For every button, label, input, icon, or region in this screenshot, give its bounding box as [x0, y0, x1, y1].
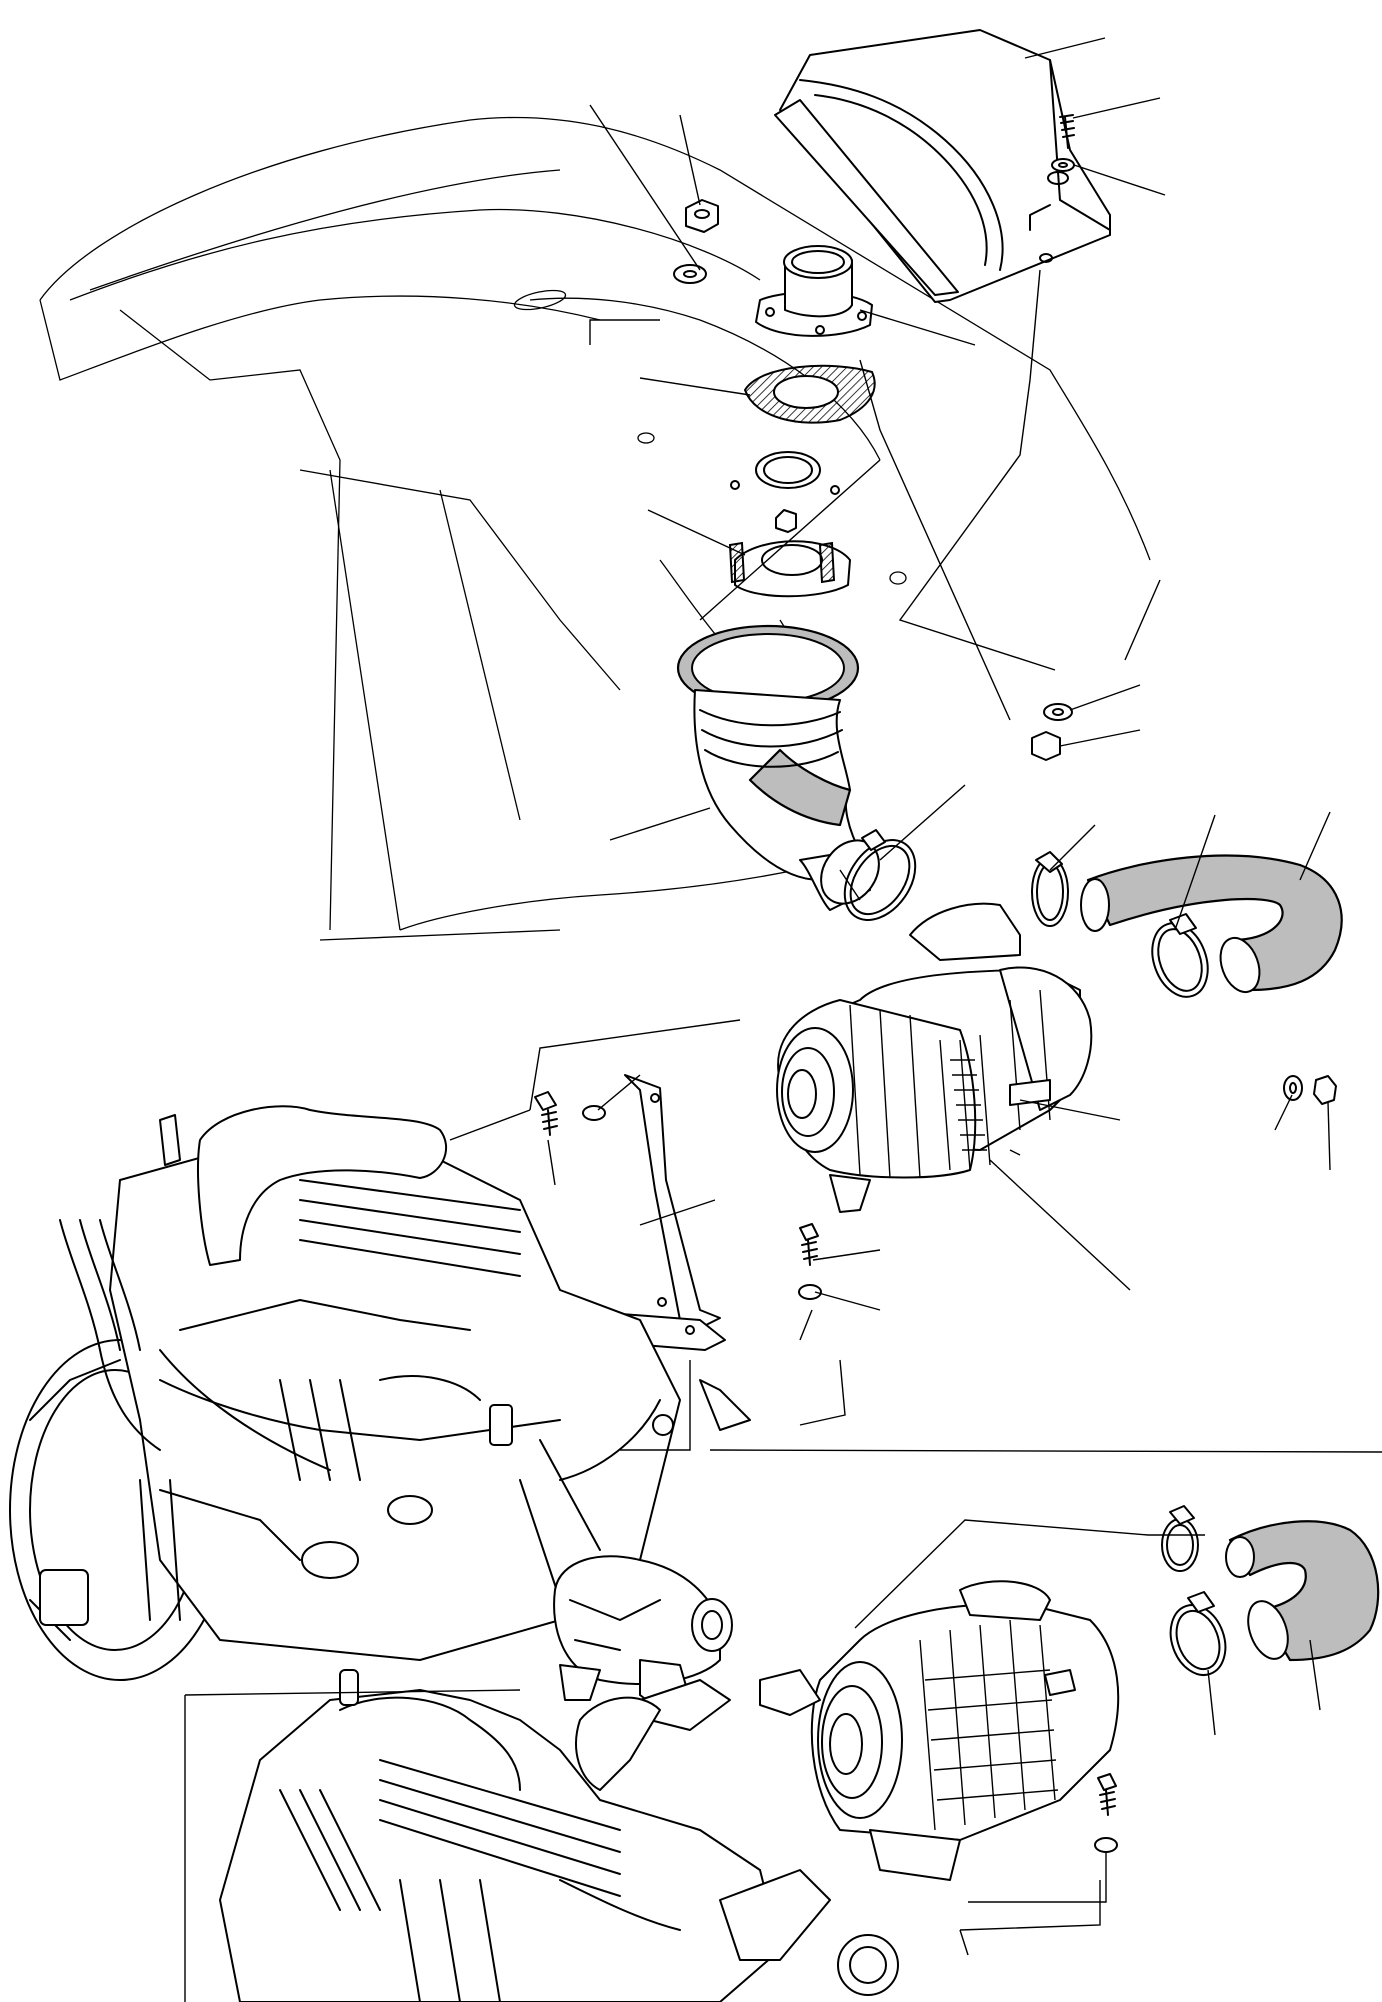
- engine-block: [9, 1105, 751, 1681]
- lock-nut: [1313, 1075, 1337, 1105]
- intake-flange: [755, 245, 873, 337]
- bracket-bolt: [1094, 1773, 1118, 1853]
- leader-lines: [547, 37, 1331, 1903]
- air-filter-assembly: [776, 902, 1093, 1213]
- stud-plate: [728, 509, 851, 598]
- intake-hose: [1225, 1520, 1380, 1662]
- bracket-bolt: [534, 1091, 606, 1136]
- bracket-bolt: [798, 1223, 822, 1300]
- lock-nut: [685, 199, 719, 233]
- hose-clamp: [843, 829, 917, 921]
- flat-washer: [673, 264, 707, 284]
- grouping-lines: [184, 269, 1382, 2002]
- hose-clamp: [1161, 1505, 1199, 1572]
- hose-clamp: [1151, 913, 1209, 998]
- rubber-intake-elbow: [676, 624, 880, 911]
- hose-clamp: [1031, 851, 1069, 927]
- lock-nut: [1031, 731, 1061, 761]
- flat-washer: [1283, 1075, 1303, 1101]
- air-filter-assembly: [759, 1580, 1120, 1881]
- flange-gasket: [743, 364, 876, 424]
- turbocharger: [553, 1555, 733, 1711]
- cover-washer: [1051, 158, 1075, 172]
- intake-cover-cowl: [774, 29, 1111, 303]
- engine-block: [219, 1669, 899, 2002]
- intake-hose: [1080, 854, 1343, 994]
- cover-screw: [1059, 114, 1075, 149]
- flat-washer: [1043, 703, 1073, 721]
- o-ring: [730, 451, 840, 495]
- hose-clamp: [1169, 1591, 1227, 1676]
